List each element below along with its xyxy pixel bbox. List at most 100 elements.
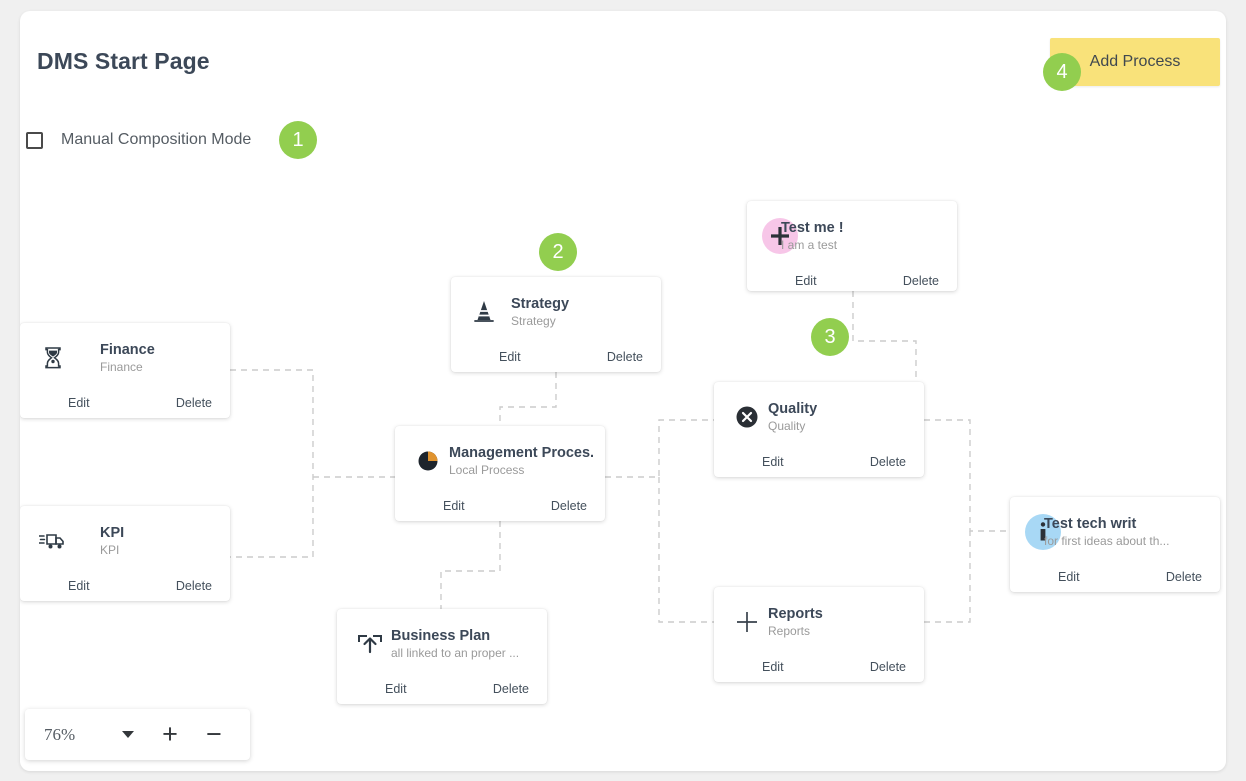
traffic-cone-icon	[463, 291, 505, 333]
node-edit-link[interactable]: Edit	[68, 396, 90, 410]
node-edit-link[interactable]: Edit	[68, 579, 90, 593]
close-circle-icon	[726, 396, 768, 438]
node-subtitle: KPI	[100, 542, 120, 557]
node-edit-link[interactable]: Edit	[795, 274, 817, 288]
node-actions: Edit Delete	[451, 337, 661, 372]
node-delete-link[interactable]: Delete	[869, 455, 906, 469]
node-title: Strategy	[511, 295, 570, 312]
node-header: Test me !I am a test	[747, 201, 957, 261]
node-edit-link[interactable]: Edit	[762, 455, 784, 469]
connector-path	[440, 521, 501, 609]
plus-thin-icon	[726, 601, 768, 643]
node-delete-link[interactable]: Delete	[606, 350, 643, 364]
node-actions: Edit Delete	[747, 261, 957, 291]
connector-path	[605, 419, 714, 478]
page-title: DMS Start Page	[37, 48, 210, 74]
node-delete-link[interactable]: Delete	[550, 499, 587, 513]
node-subtitle: I am a test	[781, 237, 838, 252]
zoom-in-button[interactable]: +	[162, 719, 178, 749]
node-title: Quality	[768, 400, 818, 417]
node-title: Reports	[768, 605, 823, 622]
node-edit-link[interactable]: Edit	[762, 660, 784, 674]
connector-path	[924, 531, 971, 623]
step-badge-4: 4	[1043, 53, 1081, 91]
node-title: Test tech writ	[1044, 515, 1137, 532]
pie-chart-icon	[407, 440, 449, 482]
manual-composition-mode-checkbox[interactable]	[26, 131, 43, 149]
node-title: Business Plan	[391, 627, 491, 644]
node-delete-link[interactable]: Delete	[175, 579, 212, 593]
hourglass-icon	[32, 337, 74, 379]
node-edit-link[interactable]: Edit	[1058, 570, 1080, 584]
node-edit-link[interactable]: Edit	[499, 350, 521, 364]
node-delete-link[interactable]: Delete	[175, 396, 212, 410]
connector-path	[852, 291, 917, 382]
chevron-down-icon[interactable]	[122, 731, 135, 738]
node-delete-link[interactable]: Delete	[902, 274, 939, 288]
plus-icon-disc	[762, 218, 798, 254]
node-header: Management Proces...Local Process	[395, 426, 605, 486]
node-actions: Edit Delete	[1010, 557, 1220, 592]
node-text: Management Proces...Local Process	[449, 444, 593, 479]
node-title: KPI	[100, 524, 125, 541]
connector-path	[230, 369, 314, 558]
node-actions: Edit Delete	[20, 383, 230, 418]
upload-icon	[349, 623, 391, 665]
node-text: Test me !I am a test	[781, 219, 844, 254]
node-delete-link[interactable]: Delete	[1165, 570, 1202, 584]
node-actions: Edit Delete	[714, 647, 924, 682]
node-edit-link[interactable]: Edit	[443, 499, 465, 513]
node-subtitle: all linked to an proper ...	[391, 645, 520, 660]
node-title: Test me !	[781, 219, 844, 236]
node-subtitle: Reports	[768, 623, 811, 638]
step-badge-2: 2	[539, 233, 577, 271]
info-icon-disc	[1025, 514, 1061, 550]
zoom-control[interactable]: 76% + −	[25, 709, 250, 760]
plus-icon	[759, 215, 801, 257]
connector-path	[924, 419, 1010, 532]
node-delete-link[interactable]: Delete	[869, 660, 906, 674]
node-title: Finance	[100, 341, 155, 358]
node-actions: Edit Delete	[714, 442, 924, 477]
zoom-level-value: 76%	[44, 724, 76, 744]
connector-path	[499, 372, 557, 426]
app-window: DMS Start Page Manual Composition Mode A…	[20, 11, 1226, 771]
node-actions: Edit Delete	[20, 566, 230, 601]
node-delete-link[interactable]: Delete	[492, 682, 529, 696]
node-subtitle: for first ideas about th...	[1044, 533, 1170, 548]
node-title: Management Proces...	[449, 444, 593, 461]
node-subtitle: Finance	[100, 359, 143, 374]
node-subtitle: Quality	[768, 418, 806, 433]
manual-composition-mode-label: Manual Composition Mode	[61, 131, 252, 148]
zoom-out-button[interactable]: −	[205, 719, 222, 749]
node-actions: Edit Delete	[395, 486, 605, 521]
node-edit-link[interactable]: Edit	[385, 682, 407, 696]
node-subtitle: Strategy	[511, 313, 556, 328]
node-subtitle: Local Process	[449, 462, 525, 477]
manual-composition-mode-row[interactable]: Manual Composition Mode	[26, 118, 251, 162]
info-icon	[1022, 511, 1064, 553]
